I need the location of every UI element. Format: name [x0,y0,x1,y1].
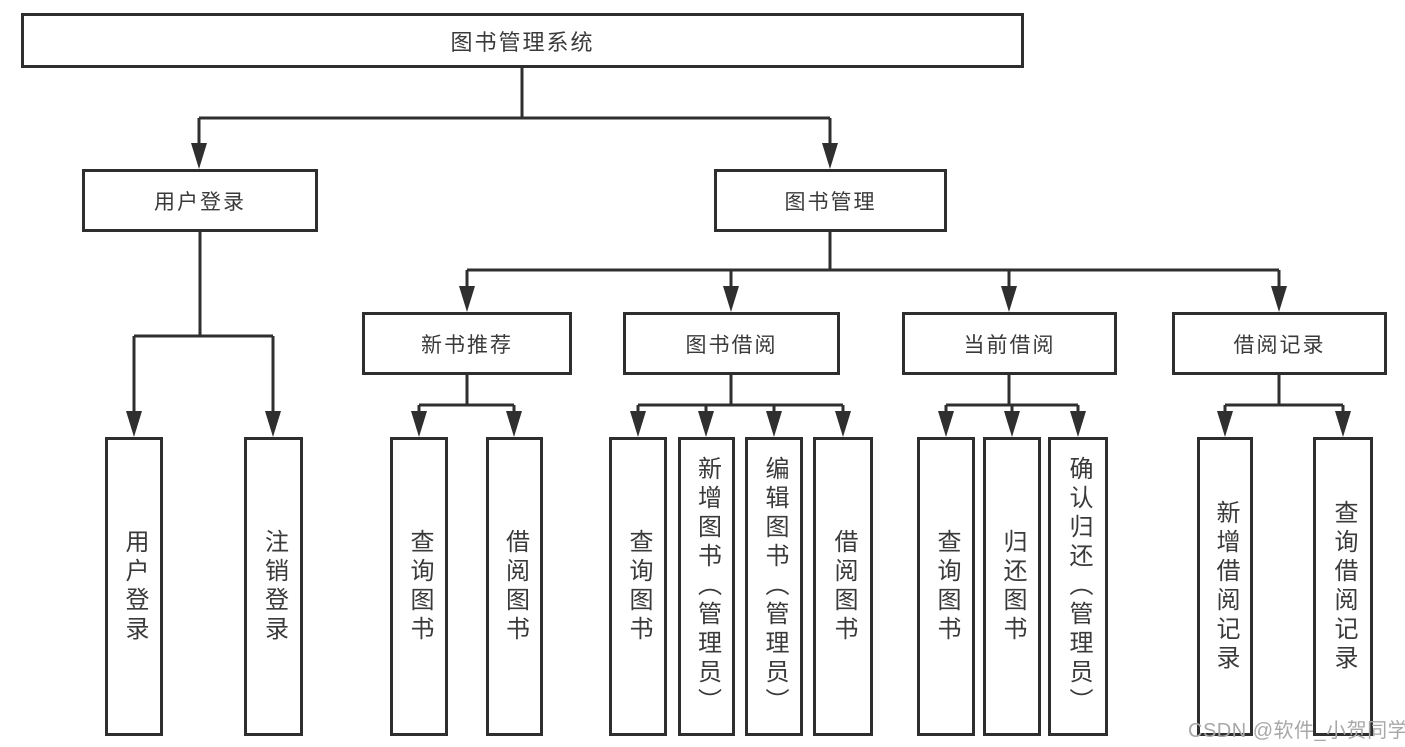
node-leaf-return-books: 归还图书 [983,437,1041,736]
node-leaf-confirm-return-admin: 确认归还（管理员） [1048,437,1108,736]
node-book-management: 图书管理 [714,169,947,232]
node-borrowing-records: 借阅记录 [1172,312,1387,375]
node-leaf-query-books-borrowing: 查询图书 [609,437,667,736]
node-leaf-add-borrow-record: 新增借阅记录 [1197,437,1253,736]
node-leaf-borrow-books-recommend: 借阅图书 [486,437,543,736]
node-leaf-add-books-admin: 新增图书（管理员） [678,437,735,736]
watermark: CSDN @软件_小贺同学 [1188,720,1405,742]
node-leaf-query-books-current: 查询图书 [917,437,975,736]
node-leaf-borrow-books-borrowing: 借阅图书 [813,437,873,736]
node-leaf-query-books-recommend: 查询图书 [390,437,448,736]
node-new-book-recommend: 新书推荐 [362,312,572,375]
node-leaf-edit-books-admin: 编辑图书（管理员） [745,437,803,736]
node-leaf-query-borrow-record: 查询借阅记录 [1313,437,1373,736]
node-library-system: 图书管理系统 [21,13,1024,68]
node-book-borrowing: 图书借阅 [623,312,840,375]
node-leaf-logout: 注销登录 [244,437,303,736]
node-current-borrowing: 当前借阅 [902,312,1117,375]
node-user-login-branch: 用户登录 [82,169,318,232]
node-leaf-user-login: 用户登录 [105,437,163,736]
